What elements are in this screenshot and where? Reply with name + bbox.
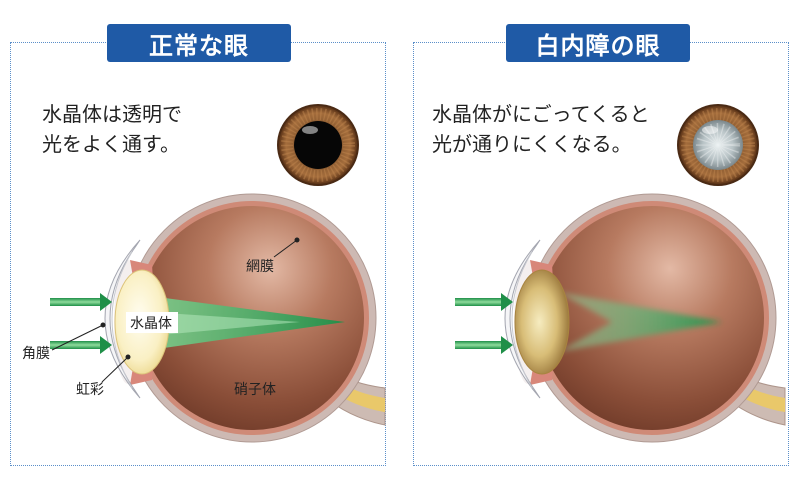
label-retina-group: 網膜 bbox=[246, 237, 300, 275]
arrowhead-upper bbox=[501, 293, 513, 311]
arrowhead-lower bbox=[100, 336, 112, 354]
cataract-eye-title: 白内障の眼 bbox=[506, 24, 690, 62]
iris-fibers bbox=[681, 108, 755, 182]
light-scattered bbox=[558, 292, 722, 352]
cornea bbox=[104, 239, 141, 399]
light-arrow-lower bbox=[50, 341, 100, 349]
leader-dot-retina bbox=[294, 237, 300, 243]
arrowhead-upper bbox=[100, 293, 112, 311]
pupil-opacity-streaks bbox=[696, 123, 740, 167]
label-retina: 網膜 bbox=[246, 259, 274, 275]
label-cornea: 角膜 bbox=[22, 346, 50, 362]
light-arrow-lower bbox=[455, 341, 501, 349]
eye-highlight bbox=[302, 126, 318, 134]
label-cornea-group: 角膜 bbox=[22, 322, 106, 362]
light-arrow-upper bbox=[50, 298, 100, 306]
caption-line-1: 水晶体がにごってくると bbox=[432, 102, 650, 126]
light-cone-highlight bbox=[150, 312, 300, 336]
leader-line-retina bbox=[273, 239, 298, 258]
light-arrows-normal bbox=[50, 293, 112, 354]
leader-dot-cornea bbox=[100, 322, 106, 328]
normal-eye-caption: 水晶体は透明で 光をよく通す。 bbox=[42, 99, 182, 159]
leader-line-cornea bbox=[51, 324, 104, 351]
label-lens-background bbox=[126, 312, 178, 333]
lens-cloudy bbox=[514, 269, 570, 375]
caption-line-2: 光をよく通す。 bbox=[42, 132, 180, 156]
light-arrows-cataract bbox=[455, 293, 513, 354]
label-vitreous: 硝子体 bbox=[234, 382, 276, 398]
eye-highlight bbox=[702, 126, 718, 134]
arrowhead-lower bbox=[501, 336, 513, 354]
cataract-eye-caption: 水晶体がにごってくると 光が通りにくくなる。 bbox=[432, 99, 650, 159]
label-iris: 虹彩 bbox=[76, 382, 104, 398]
caption-line-1: 水晶体は透明で bbox=[42, 102, 182, 126]
caption-line-2: 光が通りにくくなる。 bbox=[432, 132, 632, 156]
leader-line-iris bbox=[101, 356, 129, 383]
label-iris-group: 虹彩 bbox=[76, 354, 131, 398]
light-arrow-upper bbox=[455, 298, 501, 306]
pupil-clear bbox=[294, 121, 342, 169]
leader-dot-iris bbox=[125, 354, 131, 360]
iris-fibers bbox=[281, 108, 355, 182]
cornea-inner-line bbox=[111, 251, 133, 389]
label-lens: 水晶体 bbox=[130, 316, 172, 332]
normal-eye-title: 正常な眼 bbox=[107, 24, 291, 62]
iris-photo-cataract bbox=[677, 104, 759, 186]
iris-photo-normal bbox=[277, 104, 359, 186]
